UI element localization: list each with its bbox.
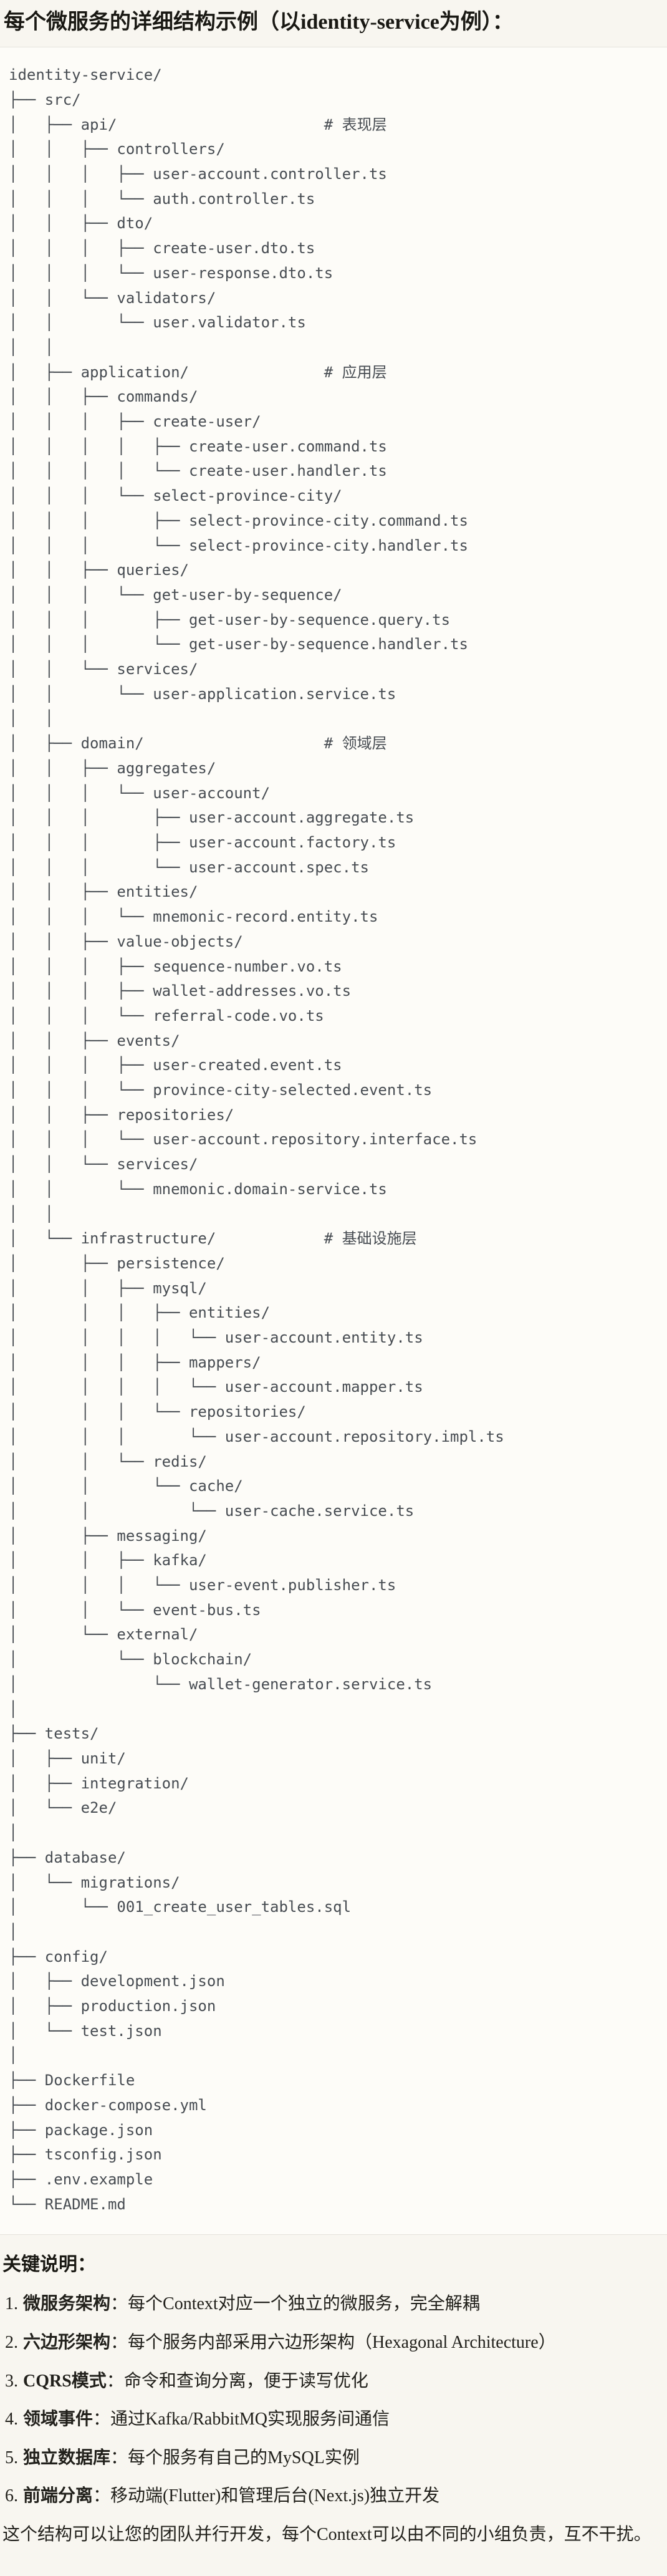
note-number: 3.	[5, 2371, 18, 2391]
notes-section: 关键说明： 1.微服务架构：每个Context对应一个独立的微服务，完全解耦 2…	[2, 2254, 661, 2545]
note-colon: ：	[93, 2410, 111, 2429]
notes-heading: 关键说明：	[2, 2254, 96, 2275]
note-number: 1.	[5, 2294, 18, 2314]
note-colon: ：	[110, 2294, 128, 2314]
note-colon: ：	[110, 2332, 128, 2352]
note-number: 6.	[5, 2486, 18, 2506]
note-item: 3.CQRS模式：命令和查询分离，便于读写优化	[2, 2371, 661, 2392]
note-desc: 每个Context对应一个独立的微服务，完全解耦	[128, 2294, 480, 2314]
note-item: 6.前端分离：移动端(Flutter)和管理后台(Next.js)独立开发	[2, 2486, 661, 2507]
note-term: 六边形架构	[23, 2332, 111, 2352]
note-number: 4.	[5, 2410, 18, 2429]
note-term: 领域事件	[23, 2410, 94, 2429]
note-item: 4. 领域事件：通过Kafka/RabbitMQ实现服务间通信	[2, 2409, 661, 2430]
note-desc: 移动端(Flutter)和管理后台(Next.js)独立开发	[110, 2486, 440, 2506]
note-term: 独立数据库	[23, 2448, 111, 2467]
code-block: identity-service/ ├── src/ │ ├── api/ # …	[0, 47, 667, 2236]
note-desc: 每个服务内部采用六边形架构（Hexagonal Architecture）	[128, 2332, 556, 2352]
note-desc: 通过Kafka/RabbitMQ实现服务间通信	[110, 2410, 390, 2429]
note-item: 1.微服务架构：每个Context对应一个独立的微服务，完全解耦	[2, 2294, 661, 2315]
note-colon: ：	[93, 2486, 111, 2506]
note-desc: 命令和查询分离，便于读写优化	[123, 2371, 368, 2391]
note-desc: 每个服务有自己的MySQL实例	[128, 2448, 360, 2467]
page-title: 每个微服务的详细结构示例（以identity-service为例）：	[4, 11, 514, 34]
note-item: 5. 独立数据库：每个服务有自己的MySQL实例	[2, 2448, 661, 2469]
note-number: 5.	[5, 2448, 18, 2467]
note-number: 2.	[5, 2332, 18, 2352]
closing-paragraph: 这个结构可以让您的团队并行开发，每个Context可以由不同的小组负责，互不干扰…	[2, 2524, 651, 2544]
note-item: 2.六边形架构：每个服务内部采用六边形架构（Hexagonal Architec…	[2, 2332, 661, 2353]
note-term: 微服务架构	[23, 2294, 111, 2314]
note-term: 前端分离	[23, 2486, 94, 2506]
note-term: CQRS模式	[23, 2371, 107, 2391]
note-colon: ：	[110, 2448, 128, 2467]
directory-tree: identity-service/ ├── src/ │ ├── api/ # …	[9, 66, 504, 2213]
note-colon: ：	[106, 2371, 124, 2391]
